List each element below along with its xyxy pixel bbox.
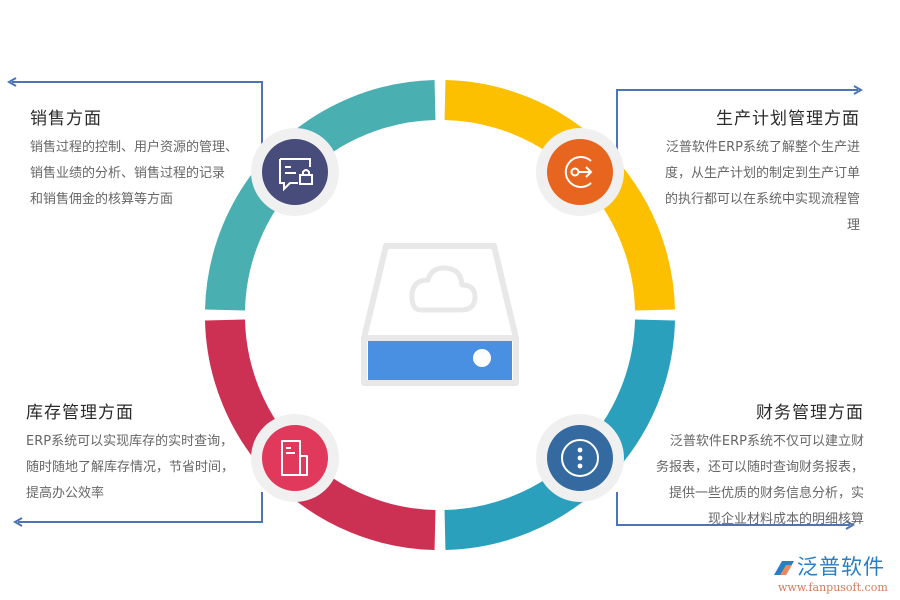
sales-desc-line: 销售业绩的分析、销售过程的记录 — [30, 166, 226, 181]
more-vertical-icon — [561, 439, 599, 477]
sales-description: 销售过程的控制、用户资源的管理、 销售业绩的分析、销售过程的记录 和销售佣金的核… — [30, 135, 270, 213]
production-arrow — [616, 90, 858, 150]
finance-desc-line: 务报表，还可以随时查询财务报表， — [655, 460, 864, 475]
inventory-description: ERP系统可以实现库存的实时查询， 随时随地了解库存情况，节省时间， 提高办公效… — [26, 429, 266, 507]
production-desc-line: 理 — [846, 218, 860, 233]
finance-arrow — [616, 492, 850, 525]
production-title: 生产计划管理方面 — [716, 109, 860, 129]
production-desc-line: 的执行都可以在系统中实现流程管 — [664, 192, 860, 207]
logo-url: www.fanpusoft.com — [778, 581, 888, 594]
production-icon-badge — [536, 128, 624, 216]
document-icon — [281, 440, 308, 476]
finance-desc-line: 泛普软件ERP系统不仅可以建立财 — [669, 434, 864, 449]
key-login-icon — [564, 156, 593, 188]
production-desc-line: 度，从生产计划的制定到生产订单 — [664, 166, 860, 181]
cloud-storage-drive-icon — [361, 243, 519, 386]
sales-icon-badge — [251, 128, 339, 216]
finance-icon-badge — [536, 414, 624, 502]
production-section: 生产计划管理方面 泛普软件ERP系统了解整个生产进 度，从生产计划的制定到生产订… — [630, 104, 860, 239]
inventory-desc-line: ERP系统可以实现库存的实时查询， — [26, 434, 234, 449]
inventory-desc-line: 随时随地了解库存情况，节省时间， — [26, 460, 235, 475]
finance-title: 财务管理方面 — [756, 403, 864, 423]
sales-desc-line: 销售过程的控制、用户资源的管理、 — [30, 140, 239, 155]
sales-desc-line: 和销售佣金的核算等方面 — [30, 192, 174, 207]
logo-mark-icon — [774, 561, 794, 575]
finance-desc-line: 提供一些优质的财务信息分析，实 — [668, 486, 864, 501]
sales-section: 销售方面 销售过程的控制、用户资源的管理、 销售业绩的分析、销售过程的记录 和销… — [30, 104, 270, 213]
chat-lock-icon — [279, 158, 313, 192]
sales-arrow — [12, 82, 263, 150]
brand-logo: 泛普软件 www.fanpusoft.com — [772, 553, 897, 598]
production-description: 泛普软件ERP系统了解整个生产进 度，从生产计划的制定到生产订单 的执行都可以在… — [630, 135, 860, 239]
sales-title: 销售方面 — [30, 109, 102, 129]
inventory-arrow — [18, 492, 263, 522]
finance-description: 泛普软件ERP系统不仅可以建立财 务报表，还可以随时查询财务报表， 提供一些优质… — [628, 429, 864, 533]
production-desc-line: 泛普软件ERP系统了解整个生产进 — [665, 140, 860, 155]
inventory-icon-badge — [251, 414, 339, 502]
inventory-desc-line: 提高办公效率 — [26, 486, 105, 501]
logo-name: 泛普软件 — [797, 555, 885, 579]
inventory-title: 库存管理方面 — [26, 403, 134, 423]
inventory-section: 库存管理方面 ERP系统可以实现库存的实时查询， 随时随地了解库存情况，节省时间… — [26, 398, 266, 507]
finance-desc-line: 现企业材料成本的明细核算 — [707, 512, 864, 527]
finance-section: 财务管理方面 泛普软件ERP系统不仅可以建立财 务报表，还可以随时查询财务报表，… — [628, 398, 864, 533]
